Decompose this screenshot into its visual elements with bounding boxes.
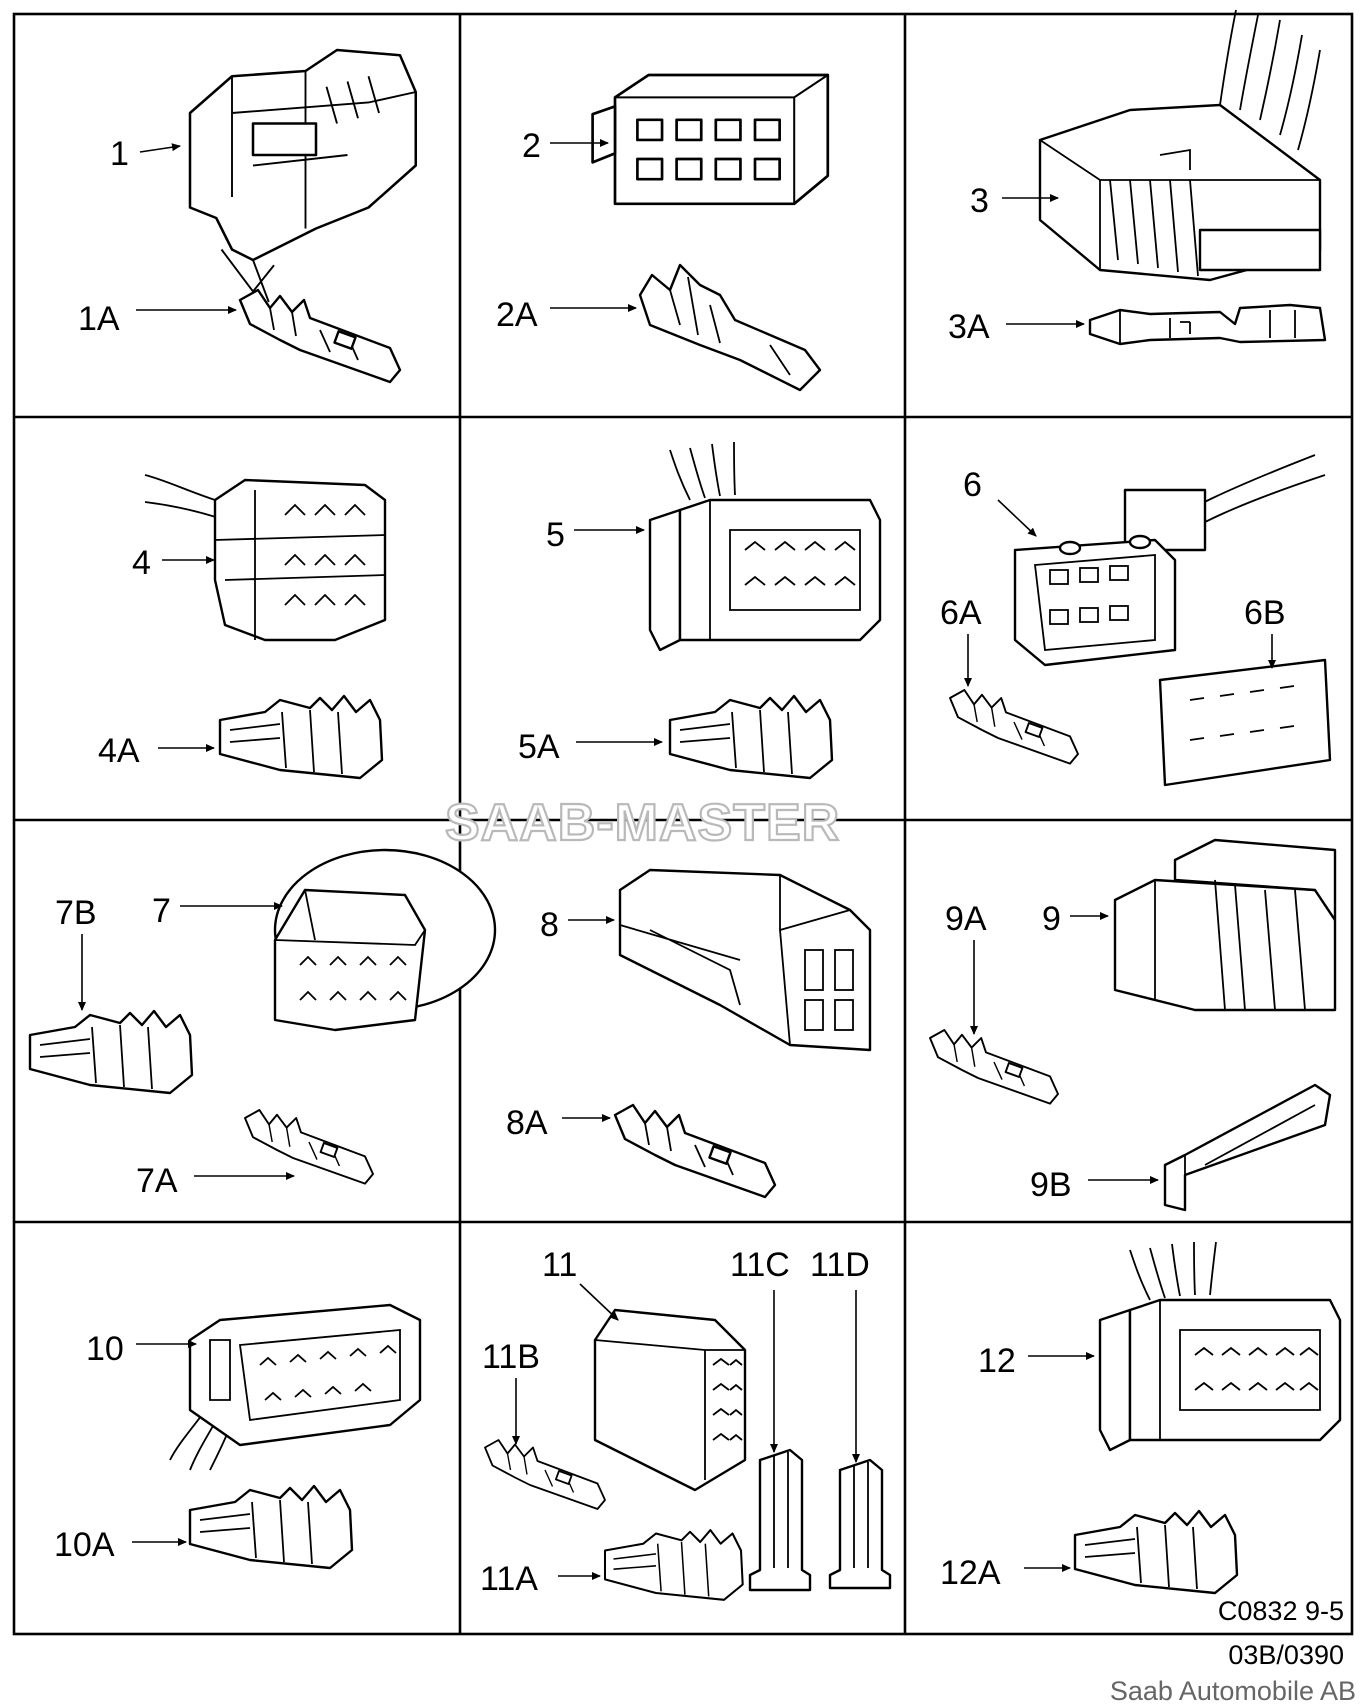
cell-3: 3 3A xyxy=(948,9,1327,346)
cell-4: 4 4A xyxy=(98,474,387,780)
terminal-11B-drawing xyxy=(484,1439,606,1510)
connector-7-drawing xyxy=(273,848,497,1032)
label-6B: 6B xyxy=(1244,594,1286,632)
connector-6-drawing xyxy=(1013,454,1326,667)
connector-2-drawing xyxy=(591,73,830,206)
cell-1: 1 1A xyxy=(78,48,418,384)
seal-6B-drawing xyxy=(1158,658,1332,787)
terminal-3A-drawing xyxy=(1088,303,1327,346)
label-3: 3 xyxy=(970,182,989,220)
cell-8: 8 8A xyxy=(506,868,872,1199)
terminal-4A-drawing xyxy=(218,694,384,780)
terminal-11A-drawing xyxy=(603,1529,744,1601)
label-1A: 1A xyxy=(78,300,120,338)
label-7B: 7B xyxy=(55,894,97,932)
cell-10: 10 10A xyxy=(54,1303,422,1570)
label-7: 7 xyxy=(152,892,171,930)
terminal-7B-drawing xyxy=(28,1009,194,1095)
label-11: 11 xyxy=(542,1246,577,1284)
leader-1 xyxy=(139,143,181,153)
manufacturer-credit: Saab Automobile AB xyxy=(1110,1676,1356,1706)
label-8: 8 xyxy=(540,906,559,944)
watermark: SAAB-MASTER xyxy=(444,793,840,853)
table-grid xyxy=(12,12,1354,1636)
label-4: 4 xyxy=(132,544,151,582)
label-11D: 11D xyxy=(810,1246,870,1284)
illustration-code: C0832 9-5 xyxy=(1218,1596,1344,1626)
label-12A: 12A xyxy=(940,1554,1001,1592)
connector-11-drawing xyxy=(593,1308,747,1492)
connector-10-drawing xyxy=(169,1303,422,1471)
cell-6: 6 6A 6B xyxy=(940,454,1332,787)
label-9: 9 xyxy=(1042,900,1061,938)
label-4A: 4A xyxy=(98,732,140,770)
connector-8-drawing xyxy=(618,868,872,1052)
leader-11 xyxy=(579,1283,619,1321)
leader-6 xyxy=(997,499,1037,537)
label-10A: 10A xyxy=(54,1526,115,1564)
terminal-9A-drawing xyxy=(929,1029,1059,1105)
connector-1-drawing xyxy=(188,48,418,303)
label-12: 12 xyxy=(978,1342,1016,1380)
connector-12-drawing xyxy=(1098,1241,1342,1452)
terminal-12A-drawing xyxy=(1073,1509,1239,1595)
cell-12: 12 12A xyxy=(940,1241,1342,1595)
cell-7: 7 7B 7A xyxy=(28,848,497,1200)
label-7A: 7A xyxy=(136,1162,178,1200)
terminal-1A-drawing xyxy=(238,288,402,384)
label-9A: 9A xyxy=(945,900,987,938)
terminal-8A-drawing xyxy=(613,1103,777,1199)
lock-11D-drawing xyxy=(828,1458,892,1590)
label-6: 6 xyxy=(963,466,982,504)
connector-3-drawing xyxy=(1038,9,1322,282)
connector-9-drawing xyxy=(1113,838,1337,1012)
watermark-text: SAAB-MASTER xyxy=(445,794,840,852)
cell-5: 5 5A xyxy=(518,441,882,780)
cell-2: 2 2A xyxy=(496,73,830,392)
cell-11: 11 11B 11A 11C 11D xyxy=(480,1246,892,1601)
label-5: 5 xyxy=(546,516,565,554)
label-2A: 2A xyxy=(496,296,538,334)
revision-code: 03B/0390 xyxy=(1228,1640,1344,1670)
label-6A: 6A xyxy=(940,594,982,632)
terminal-10A-drawing xyxy=(188,1484,354,1570)
label-8A: 8A xyxy=(506,1104,548,1142)
connector-4-drawing xyxy=(144,474,387,642)
label-10: 10 xyxy=(86,1330,124,1368)
lock-11C-drawing xyxy=(748,1448,812,1592)
label-9B: 9B xyxy=(1030,1166,1072,1204)
cell-9: 9 9A 9B xyxy=(929,838,1337,1212)
label-5A: 5A xyxy=(518,728,560,766)
terminal-6A-drawing xyxy=(949,689,1079,765)
terminal-2A-drawing xyxy=(638,263,822,392)
label-1: 1 xyxy=(110,135,129,173)
label-11C: 11C xyxy=(730,1246,790,1284)
label-2: 2 xyxy=(522,127,541,165)
terminal-7A-drawing xyxy=(244,1109,374,1185)
lock-9B-drawing xyxy=(1163,1083,1332,1212)
connector-5-drawing xyxy=(648,441,882,652)
label-11A: 11A xyxy=(480,1560,538,1598)
terminal-5A-drawing xyxy=(668,694,834,780)
label-11B: 11B xyxy=(482,1338,540,1376)
label-3A: 3A xyxy=(948,308,990,346)
